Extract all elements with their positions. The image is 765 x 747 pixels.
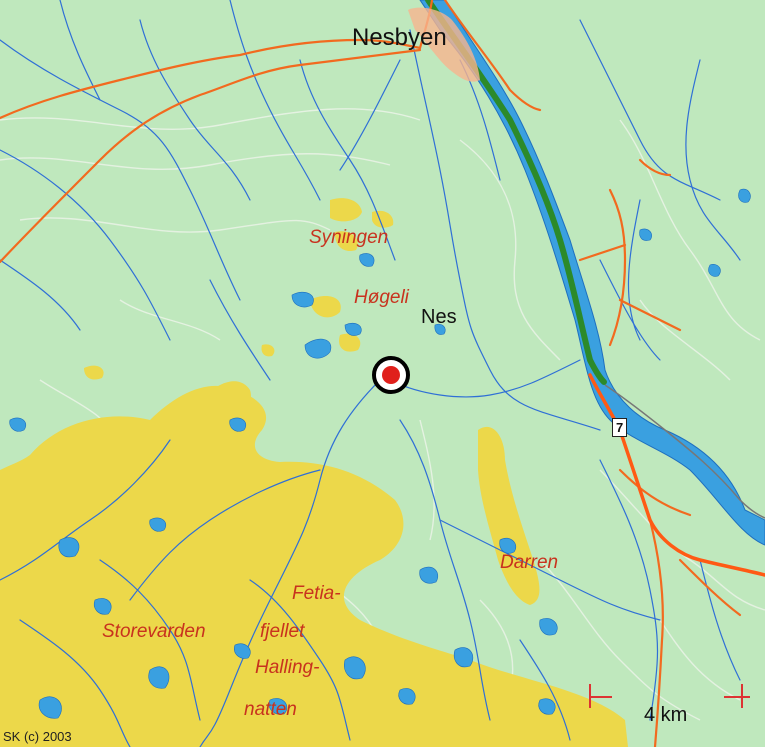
- highway-edge: [604, 384, 765, 519]
- place-label-fetia: Fetia-: [292, 583, 341, 604]
- place-label-syningen: Syningen: [309, 227, 389, 248]
- lakes: [9, 188, 751, 719]
- roads: [0, 0, 742, 747]
- town-area: [408, 7, 480, 82]
- place-label-storevarden: Storevarden: [102, 621, 206, 642]
- scale-label: 4 km: [644, 704, 688, 726]
- road-number-badge: 7: [612, 418, 628, 437]
- place-label-fjellet: fjellet: [260, 621, 305, 642]
- place-label-darren: Darren: [500, 552, 559, 573]
- place-label-hogeli: Høgeli: [354, 287, 409, 308]
- place-label-natten: natten: [244, 699, 297, 720]
- main-river: [419, 0, 765, 546]
- copyright-text: SK (c) 2003: [3, 729, 72, 744]
- scale-bar: [589, 684, 750, 708]
- place-label-nes: Nes: [421, 306, 457, 328]
- streams: [0, 0, 741, 747]
- highland-areas: [0, 198, 628, 747]
- location-marker[interactable]: [372, 356, 410, 394]
- place-label-halling: Halling-: [255, 657, 320, 678]
- place-label-nesbyen: Nesbyen: [352, 24, 447, 51]
